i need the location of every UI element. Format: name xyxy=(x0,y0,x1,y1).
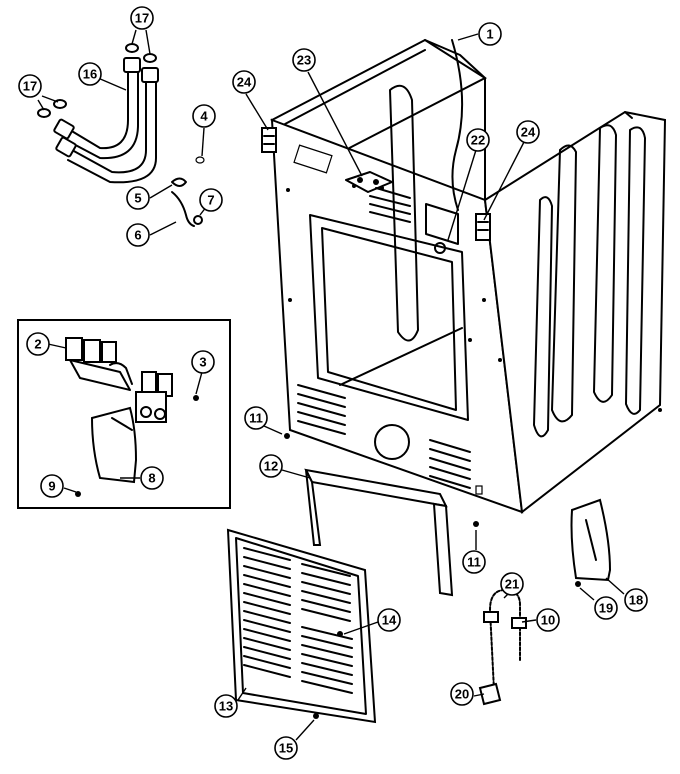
callout-15: 15 xyxy=(274,736,298,760)
svg-text:22: 22 xyxy=(471,133,485,148)
svg-text:17: 17 xyxy=(23,79,37,94)
svg-text:14: 14 xyxy=(382,613,397,628)
svg-text:11: 11 xyxy=(249,411,263,426)
svg-text:12: 12 xyxy=(264,459,278,474)
water-valve xyxy=(65,337,173,423)
callout-3: 3 xyxy=(191,350,215,374)
vent-slots-lower-right xyxy=(429,439,471,489)
callout-17-top: 17 xyxy=(130,6,154,30)
front-panel xyxy=(226,528,377,724)
callout-11-right: 11 xyxy=(462,550,486,574)
svg-text:11: 11 xyxy=(467,555,481,570)
svg-text:21: 21 xyxy=(505,577,519,592)
callout-5: 5 xyxy=(126,186,150,210)
clamp-and-tube xyxy=(171,156,205,227)
svg-text:2: 2 xyxy=(34,337,41,352)
svg-text:24: 24 xyxy=(237,75,252,90)
cabinet xyxy=(261,38,667,514)
callout-1: 1 xyxy=(478,22,502,46)
callout-7: 7 xyxy=(199,188,223,212)
callout-11-left: 11 xyxy=(244,406,268,430)
callout-4: 4 xyxy=(192,104,216,128)
svg-text:7: 7 xyxy=(207,193,214,208)
svg-text:1: 1 xyxy=(486,27,493,42)
svg-text:23: 23 xyxy=(297,53,311,68)
svg-text:15: 15 xyxy=(279,741,293,756)
callout-23: 23 xyxy=(292,48,316,72)
side-bracket xyxy=(570,498,612,587)
callout-2: 2 xyxy=(26,332,50,356)
callout-21: 21 xyxy=(500,572,524,596)
callout-14: 14 xyxy=(377,608,401,632)
svg-text:4: 4 xyxy=(200,109,208,124)
callout-24-left: 24 xyxy=(232,70,256,94)
callout-8: 8 xyxy=(140,466,164,490)
wire-harness xyxy=(451,39,464,211)
fill-hoses xyxy=(37,43,159,184)
callout-16: 16 xyxy=(78,62,102,86)
hinge-bracket-right xyxy=(475,213,491,241)
callout-9: 9 xyxy=(40,474,64,498)
callout-17-left: 17 xyxy=(18,74,42,98)
callout-13: 13 xyxy=(214,694,238,718)
svg-text:13: 13 xyxy=(219,699,233,714)
drain-hose xyxy=(478,589,527,706)
svg-text:5: 5 xyxy=(134,191,141,206)
svg-text:24: 24 xyxy=(521,125,536,140)
svg-text:19: 19 xyxy=(599,601,613,616)
callout-20: 20 xyxy=(450,682,474,706)
svg-text:6: 6 xyxy=(134,228,141,243)
svg-text:3: 3 xyxy=(199,355,206,370)
callout-24-right: 24 xyxy=(516,120,540,144)
svg-text:20: 20 xyxy=(455,687,469,702)
svg-text:16: 16 xyxy=(83,67,97,82)
callout-22: 22 xyxy=(466,128,490,152)
callout-10: 10 xyxy=(536,608,560,632)
svg-text:17: 17 xyxy=(135,11,149,26)
callout-18: 18 xyxy=(624,588,648,612)
svg-text:18: 18 xyxy=(629,593,643,608)
vent-slots-lower-left xyxy=(297,384,346,435)
svg-text:9: 9 xyxy=(48,479,55,494)
svg-text:10: 10 xyxy=(541,613,555,628)
front-brace xyxy=(284,433,479,597)
callout-12: 12 xyxy=(259,454,283,478)
hinge-bracket-left xyxy=(261,127,277,153)
panel-slots-left xyxy=(243,547,291,678)
svg-text:8: 8 xyxy=(148,471,155,486)
callout-6: 6 xyxy=(126,223,150,247)
panel-slots-right xyxy=(301,563,353,694)
callout-19: 19 xyxy=(594,596,618,620)
